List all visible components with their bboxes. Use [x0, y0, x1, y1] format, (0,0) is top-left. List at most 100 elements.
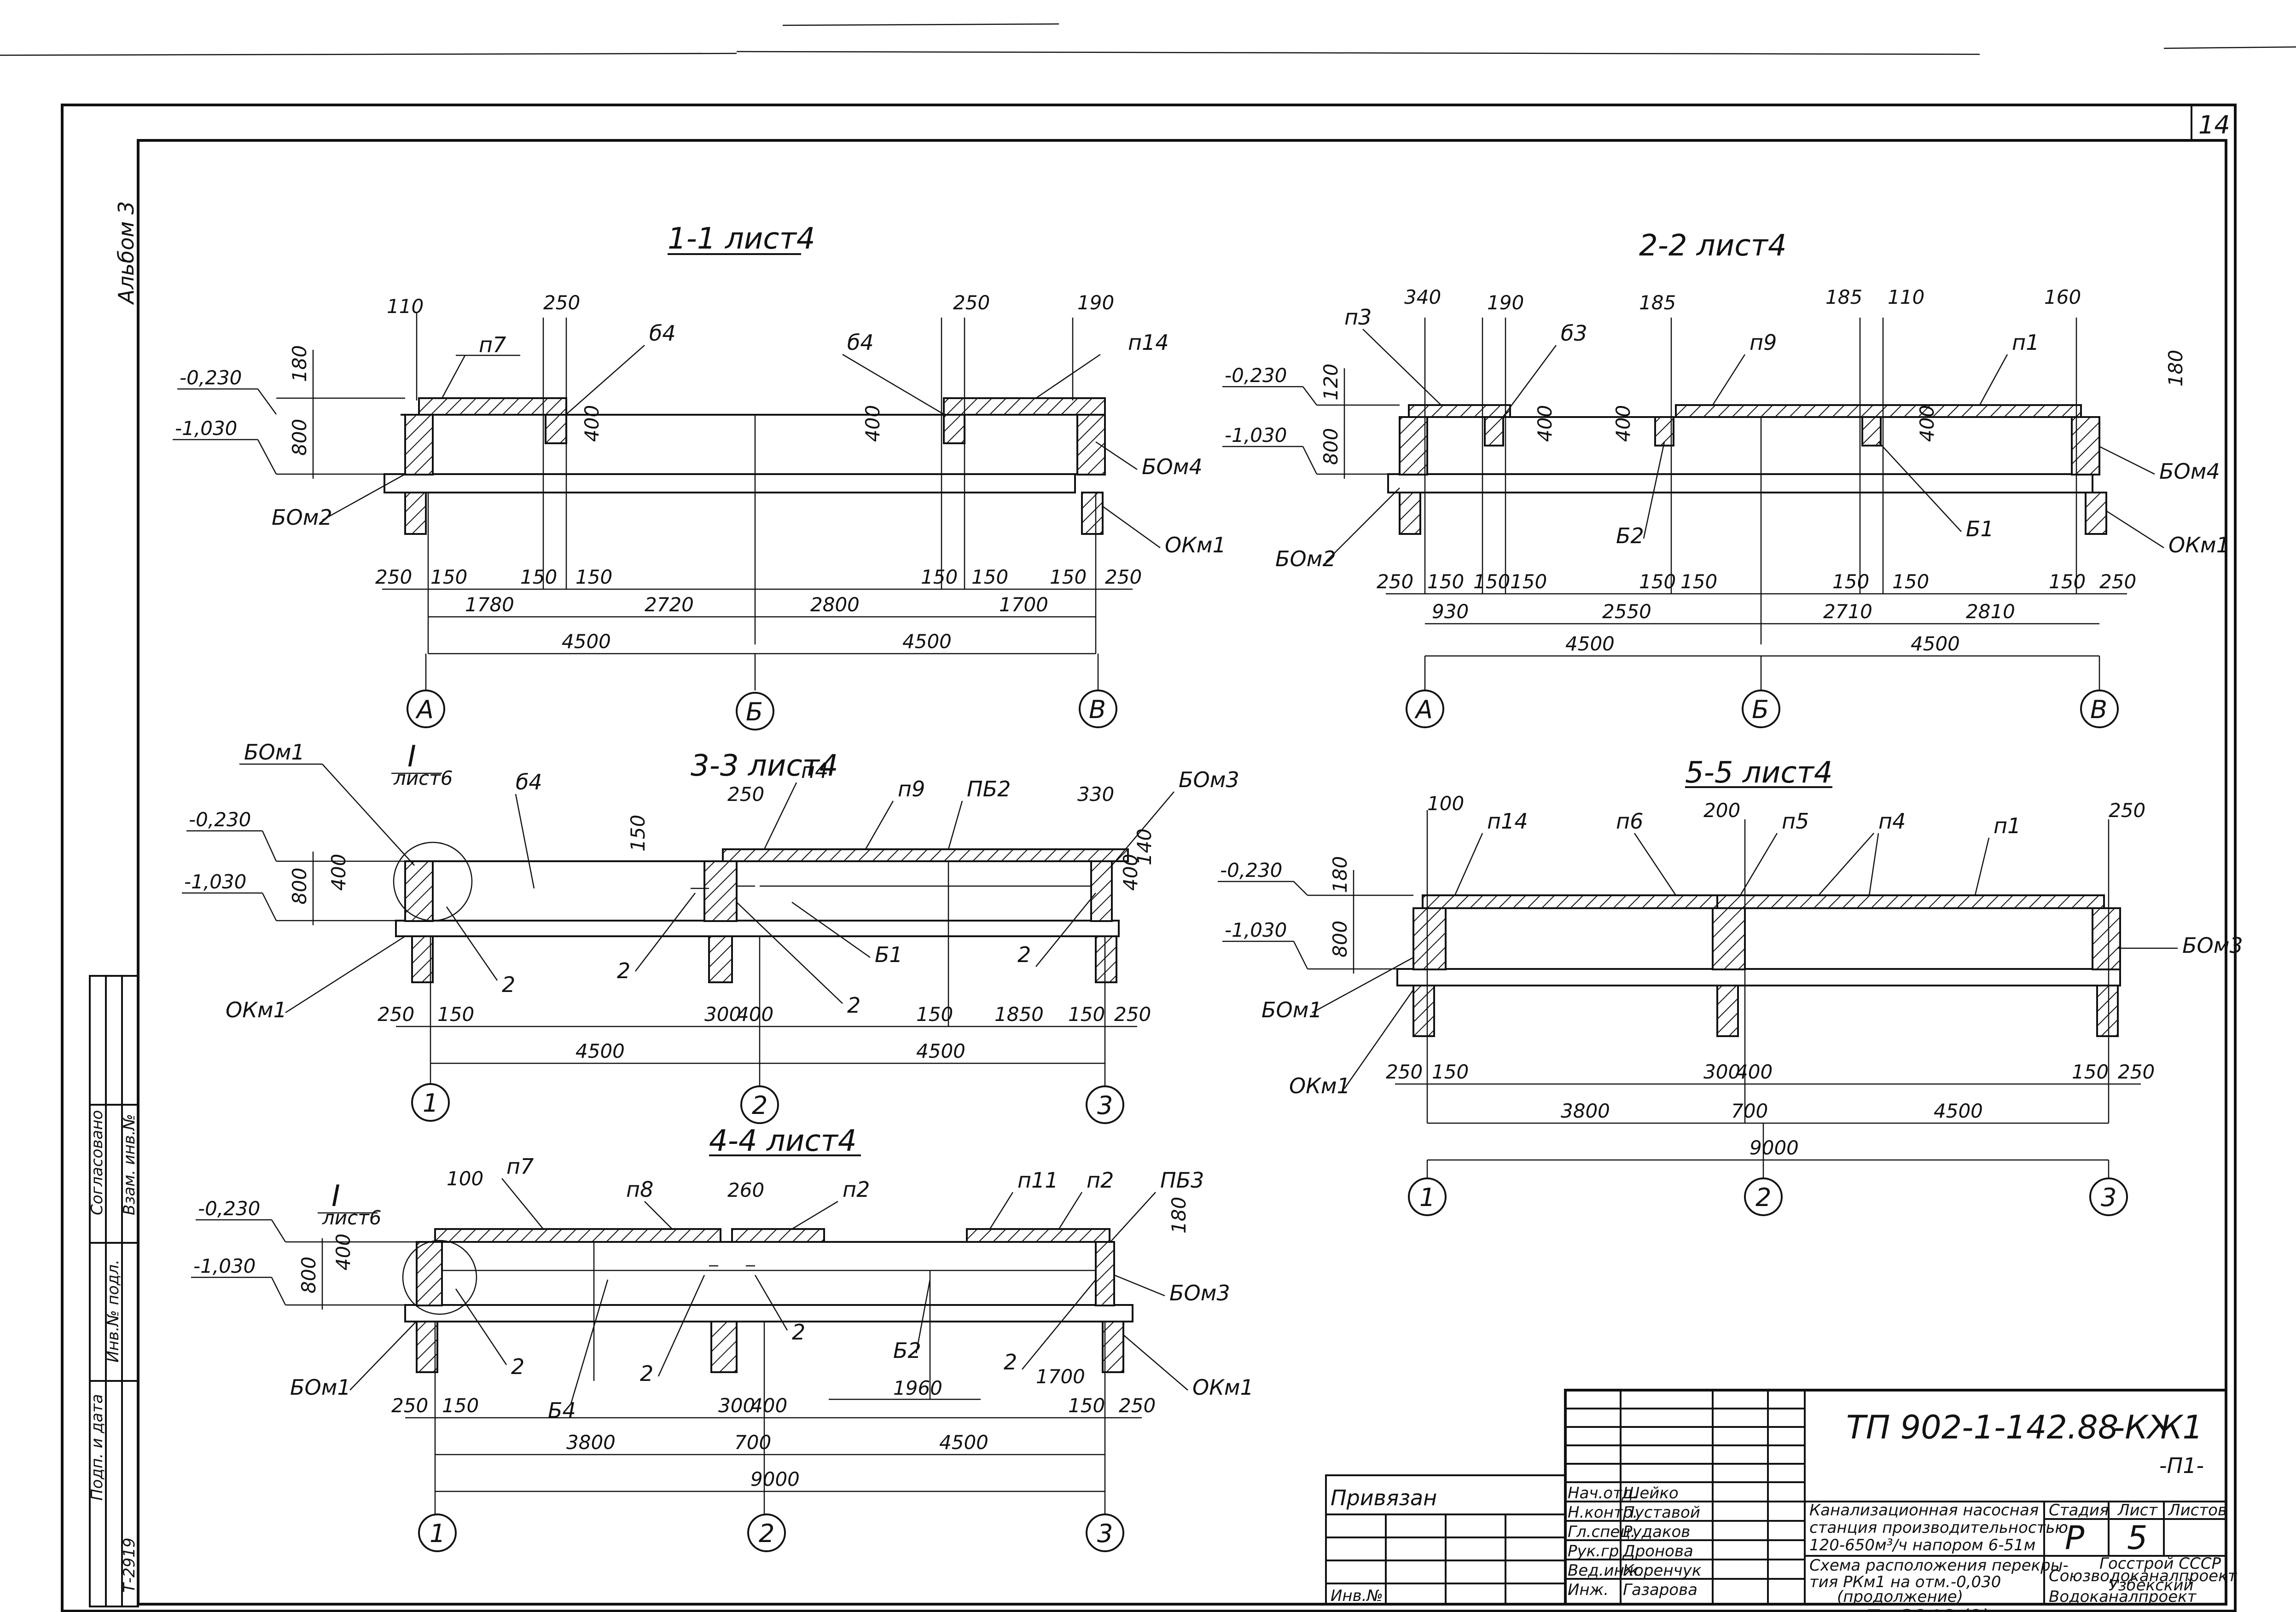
s1-bot-250b: 250: [1105, 566, 1142, 588]
s3-mark-2b: 2: [617, 958, 630, 983]
s3-label-okm1: ОКм1: [226, 997, 287, 1022]
s1-bot-150b: 150: [520, 566, 557, 588]
s5-bot-400: 400: [1736, 1061, 1773, 1083]
tb-org-0: Госстрой СССР: [2099, 1554, 2221, 1573]
section-5-5: 5-5 лист4 100 200 250 п14 п6 п5 п4 п1 БО…: [1218, 756, 2243, 1216]
s5-vert-800: 800: [1329, 921, 1351, 957]
s4-label-okm1: ОКм1: [1192, 1375, 1254, 1400]
s2-total-b: 4500: [1911, 632, 1960, 655]
s3-mark-2a: 2: [502, 972, 515, 997]
s3-total-a: 4500: [575, 1040, 625, 1062]
section-3-3-title: 3-3 лист4: [691, 749, 838, 783]
tb-stage-hdr: Стадия: [2049, 1501, 2109, 1519]
s1-total-b: 4500: [902, 630, 952, 653]
s1-label-okm1: ОКм1: [1165, 533, 1226, 557]
tb-role-0: Нач.отд.: [1568, 1484, 1638, 1502]
s2-bot-150e: 150: [1680, 570, 1717, 593]
s4-level-bottom: -1,030: [193, 1255, 256, 1277]
s2-level-top: -0,230: [1225, 364, 1287, 387]
s1-bot-150f: 150: [1050, 566, 1087, 588]
s5-bot-250b: 250: [2118, 1061, 2155, 1083]
s1-axis-a: А: [415, 695, 434, 724]
tb-name-1: Пуставой: [1623, 1503, 1700, 1522]
section-2-2-title: 2-2 лист4: [1639, 229, 1787, 263]
tb-privyazan: Привязан: [1331, 1485, 1437, 1510]
s3-mark-2d: 2: [1017, 942, 1031, 967]
s4-bot-150a: 150: [442, 1394, 479, 1417]
s1-label-p14: п14: [1128, 330, 1169, 355]
tb-bottom-note: Пт 3246 (2): [1865, 1605, 1990, 1612]
s3-vert-400: 400: [327, 854, 350, 891]
s5-label-p6: п6: [1616, 809, 1643, 834]
s2-label-b1: Б1: [1966, 516, 1994, 541]
s4-bot-4500: 4500: [939, 1431, 988, 1454]
s4-label-p11: п11: [1017, 1168, 1058, 1193]
s2-vert-800: 800: [1319, 428, 1342, 465]
tb-project-0: Канализационная насосная: [1809, 1501, 2039, 1519]
s4-label-p7: п7: [506, 1154, 534, 1179]
stamp-code: Т-2919: [120, 1537, 139, 1593]
s2-label-p9: п9: [1750, 330, 1777, 355]
stamp-inv-original: Инв.№ подл.: [104, 1259, 122, 1363]
s5-label-p14: п14: [1487, 809, 1528, 834]
s1-total-a: 4500: [562, 630, 611, 653]
s1-bot-150a: 150: [430, 566, 467, 588]
s5-dim-100: 100: [1427, 792, 1464, 815]
s3-label-p4: п4: [801, 758, 828, 783]
s2-vert-400b: 400: [1612, 405, 1634, 442]
s2-level-bottom: -1,030: [1225, 424, 1287, 446]
s5-label-okm1: ОКм1: [1289, 1073, 1350, 1098]
s4-bot-1960: 1960: [893, 1377, 942, 1399]
s4-label-p2a: п2: [843, 1177, 870, 1202]
s1-vert-400b: 400: [861, 405, 884, 442]
s5-bot-300: 300: [1703, 1061, 1740, 1083]
s3-level-bottom: -1,030: [184, 870, 246, 893]
s2-dim-110: 110: [1888, 286, 1924, 308]
s4-bot-3800: 3800: [566, 1431, 616, 1454]
s3-mark-2c: 2: [847, 993, 860, 1018]
s2-label-bom4: БОм4: [2159, 459, 2220, 484]
s3-axis-2: 2: [752, 1091, 767, 1120]
s2-label-p3: п3: [1344, 305, 1372, 330]
s3-bot-150c: 150: [1068, 1003, 1105, 1026]
s4-bot-300: 300: [718, 1394, 755, 1417]
s3-bot-300: 300: [704, 1003, 741, 1026]
s1-label-b4b: б4: [847, 330, 874, 355]
s2-label-p1: п1: [2012, 330, 2039, 355]
tb-role-4: Вед.инж.: [1568, 1561, 1643, 1580]
tb-stage: Р: [2065, 1519, 2085, 1557]
tb-sheet-title-1: тия РКм1 на отм.-0,030: [1809, 1573, 2001, 1591]
scan-edge-lines: [0, 23, 2296, 56]
s2-dim-185a: 185: [1639, 291, 1676, 314]
s4-axis-3: 3: [1097, 1519, 1113, 1548]
tb-org-2: Узбекский: [2109, 1576, 2194, 1595]
s3-label-p9: п9: [898, 777, 925, 801]
s2-label-bom2: БОм2: [1275, 546, 1336, 571]
tb-sheet-title-2: (продолжение): [1837, 1588, 1963, 1606]
s3-bot-250a: 250: [378, 1003, 414, 1026]
s3-callout: I: [407, 740, 416, 774]
s1-bot-1780: 1780: [465, 593, 514, 616]
s1-label-bom4: БОм4: [1142, 454, 1203, 479]
s4-mark-2a: 2: [511, 1354, 524, 1379]
tb-org-1: Союзводоканалпроект: [2049, 1567, 2238, 1585]
s3-bot-150a: 150: [437, 1003, 474, 1026]
s4-label-bom3: БОм3: [1169, 1281, 1230, 1305]
s1-axis-b: Б: [746, 697, 763, 726]
s3-vert-800: 800: [288, 868, 311, 905]
s1-bot-1700: 1700: [999, 593, 1048, 616]
s2-dim-185b: 185: [1825, 286, 1862, 308]
stamp-agreed: Согласовано: [88, 1110, 106, 1215]
s1-dim-250b: 250: [953, 291, 990, 314]
s3-dim-330: 330: [1077, 783, 1114, 806]
section-5-5-title: 5-5 лист4: [1685, 756, 1833, 790]
s4-bot-1700: 1700: [1036, 1365, 1085, 1388]
s4-dim-180: 180: [1168, 1197, 1190, 1234]
s4-mark-2d: 2: [1004, 1350, 1017, 1374]
s2-bot-150b: 150: [1473, 570, 1510, 593]
s2-total-a: 4500: [1565, 632, 1615, 655]
s4-level-top: -0,230: [198, 1197, 260, 1220]
s5-label-bom1: БОм1: [1261, 997, 1322, 1022]
s5-label-p5: п5: [1782, 809, 1809, 834]
